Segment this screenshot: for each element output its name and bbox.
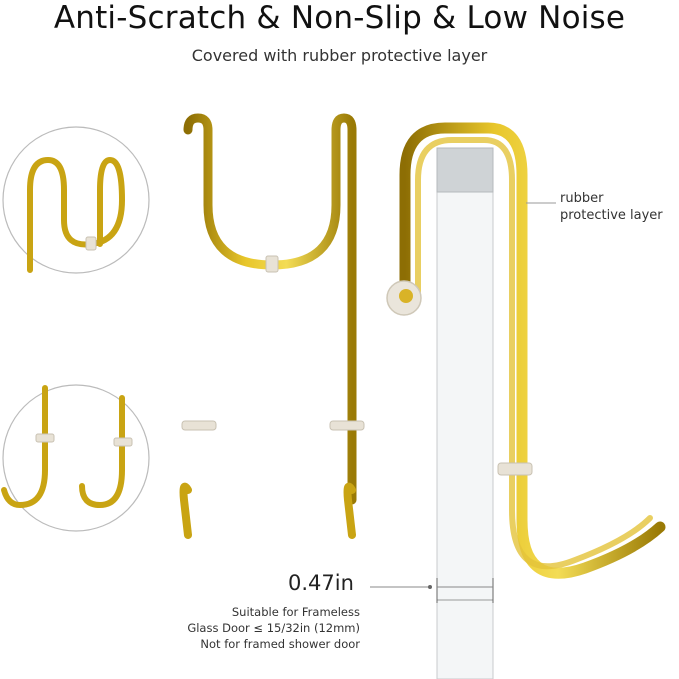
zoom-circle-bottom [1,384,150,532]
fit-note-line3: Not for framed shower door [200,637,360,651]
dimension-marker [370,578,494,603]
fit-note-line2: Glass Door ≤ 15/32in (12mm) [187,621,360,635]
headline: Anti-Scratch & Non-Slip & Low Noise [53,0,626,36]
rubber-callout-line1: rubber [560,191,604,206]
zoom-circle-top [2,126,150,274]
glass-door [436,147,494,679]
rubber-callout: rubber protective layer [560,190,663,224]
subheadline: Covered with rubber protective layer [191,46,488,65]
fit-note: Suitable for Frameless Glass Door ≤ 15/3… [187,604,360,652]
fit-note-line1: Suitable for Frameless [231,605,360,619]
rubber-callout-line2: protective layer [560,208,663,223]
dimension-label: 0.47in [288,571,354,595]
hook-front-view [179,113,365,539]
hook-side-view [386,122,666,579]
